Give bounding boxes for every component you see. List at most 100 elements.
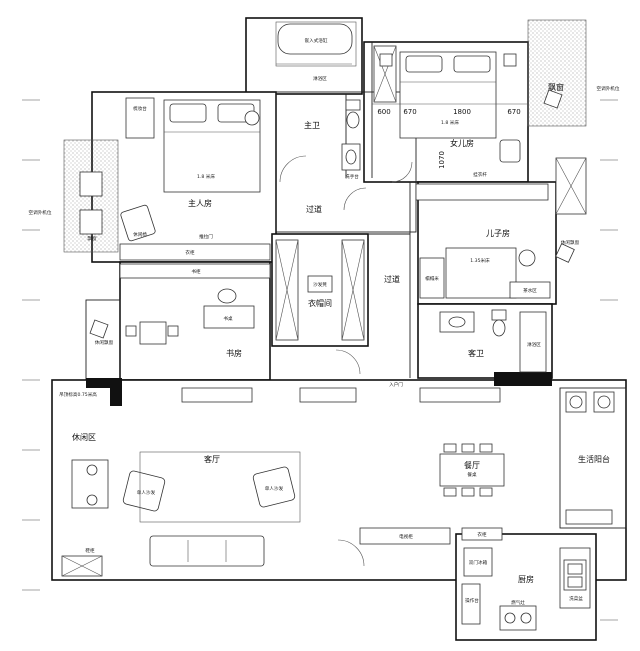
study-bay: 休闲飘窗 bbox=[89, 319, 114, 346]
study-bookshelf bbox=[119, 263, 271, 279]
stove-label: 燃气灶 bbox=[511, 599, 525, 606]
master-basin: 洗手台 bbox=[341, 143, 361, 180]
daughter-wardrobe bbox=[415, 183, 549, 201]
single-sofa-left-label: 单人沙发 bbox=[137, 489, 156, 496]
master-bay-label: 飘窗 bbox=[87, 235, 97, 242]
son-room-label: 儿子房 bbox=[486, 228, 510, 238]
single-sofa-right-label: 单人沙发 bbox=[265, 485, 284, 492]
dressing-label: 梳妆台 bbox=[133, 105, 147, 112]
bathtub-label: 嵌入式浴缸 bbox=[305, 37, 328, 44]
living-label: 客厅 bbox=[204, 454, 220, 464]
prep-counter-label: 操作台 bbox=[465, 597, 479, 604]
master-closet-label: 衣柜 bbox=[185, 249, 195, 256]
son-bay-cushion: 休闲飘窗 bbox=[555, 239, 580, 263]
shoe-cabinet-label: 鞋柜 bbox=[85, 547, 95, 554]
dim-1800: 1800 bbox=[453, 108, 471, 116]
rocking-chair-label: 休闲椅 bbox=[133, 231, 147, 238]
dim-670b: 670 bbox=[507, 108, 520, 116]
desk-label: 书桌 bbox=[223, 315, 233, 322]
entrance-label: 入户门 bbox=[389, 381, 403, 388]
bookshelf-label: 书柜 bbox=[191, 268, 201, 275]
fridge-label: 双门冰箱 bbox=[469, 559, 488, 566]
wardrobe-island-label: 沙发凳 bbox=[313, 281, 327, 288]
living-single-sofa-right: 单人沙发 bbox=[252, 466, 296, 508]
living-top-cabinet-2 bbox=[299, 387, 357, 403]
wardrobe-island bbox=[307, 275, 333, 293]
living-top-cabinet bbox=[181, 387, 253, 403]
son-desk-label: 茶水区 bbox=[523, 287, 537, 294]
study-tea-set bbox=[125, 321, 179, 345]
nightstand-left bbox=[379, 53, 393, 67]
daughter-bed: 1.8 米床 bbox=[399, 51, 497, 139]
guest-basin bbox=[439, 311, 475, 333]
utility-balcony-label: 生活阳台 bbox=[578, 454, 610, 464]
son-tatami bbox=[419, 257, 445, 299]
master-shower: 淋浴区 bbox=[276, 63, 352, 82]
ac-outlet-left: 空调外机位 bbox=[29, 209, 52, 216]
son-bed-label: 1.35米床 bbox=[470, 257, 490, 264]
sink-label: 洗菜盆 bbox=[569, 595, 583, 602]
nightstand-right bbox=[503, 53, 517, 67]
kitchen-wall-cabinet bbox=[461, 527, 503, 541]
daughter-bed-label: 1.8 米床 bbox=[441, 119, 459, 126]
guest-shower bbox=[519, 311, 547, 373]
study-desk: 书桌 bbox=[203, 288, 255, 329]
guest-shower-label: 淋浴区 bbox=[527, 341, 541, 348]
leisure-furniture bbox=[71, 459, 109, 509]
daughter-room-label: 女儿房 bbox=[450, 138, 474, 148]
son-bay-label: 休闲飘窗 bbox=[561, 239, 580, 246]
master-dressing bbox=[125, 97, 155, 139]
living-sofa bbox=[149, 535, 265, 567]
dim-600: 600 bbox=[377, 108, 390, 116]
dim-670a: 670 bbox=[403, 108, 416, 116]
partitions bbox=[279, 42, 441, 567]
kitchen-label: 厨房 bbox=[518, 574, 534, 584]
master-rocking-chair: 休闲椅 bbox=[120, 204, 156, 242]
study-bay-label: 休闲飘窗 bbox=[95, 339, 114, 346]
ac-outlet-right: 空调外机位 bbox=[597, 85, 620, 92]
utility-counter bbox=[565, 509, 613, 525]
master-bed-label: 1.8 米床 bbox=[197, 173, 215, 180]
kitchen-sink bbox=[563, 559, 587, 591]
kitchen-fridge bbox=[463, 547, 493, 577]
master-closet bbox=[119, 243, 271, 261]
dining-set: 餐桌 bbox=[439, 443, 505, 497]
son-bed: 1.35米床 bbox=[445, 247, 517, 299]
dining-top-cabinet bbox=[419, 387, 501, 403]
wardrobe-cabinets bbox=[275, 239, 365, 341]
tv-cabinet-label: 电视柜 bbox=[399, 533, 413, 540]
corridor-top-label: 过道 bbox=[306, 204, 322, 214]
living-rug bbox=[139, 451, 301, 523]
corridor-mid-label: 过道 bbox=[384, 274, 400, 284]
daughter-desk-chair bbox=[499, 139, 521, 163]
sliding-door-label: 推拉门 bbox=[199, 233, 213, 240]
master-bed: 1.8 米床 bbox=[163, 99, 261, 193]
master-bath-label: 主卫 bbox=[304, 120, 320, 130]
wall-cabinet-label: 衣柜 bbox=[477, 531, 487, 538]
bathtub: 嵌入式浴缸 bbox=[277, 23, 353, 55]
dining-table-label: 餐桌 bbox=[467, 471, 477, 478]
kitchen-stove bbox=[499, 605, 537, 631]
wardrobe-label: 衣帽间 bbox=[308, 298, 332, 308]
son-desk: 茶水区 bbox=[509, 249, 551, 299]
living-tv-cabinet: 电视柜 bbox=[359, 527, 451, 545]
daughter-bay-cushion bbox=[543, 89, 563, 109]
study-label: 书房 bbox=[226, 348, 242, 358]
kitchen-side-counter bbox=[461, 583, 481, 625]
basin-label: 洗手台 bbox=[345, 173, 359, 180]
guest-bath-label: 客卫 bbox=[468, 348, 484, 358]
tatami-label: 榻榻米 bbox=[425, 275, 439, 282]
shower-label: 淋浴区 bbox=[313, 75, 327, 82]
master-toilet bbox=[345, 99, 361, 129]
hanger-label: 挂衣杆 bbox=[473, 171, 487, 178]
master-bedroom-label: 主人房 bbox=[188, 198, 212, 208]
dining-label: 餐厅 bbox=[464, 461, 480, 470]
daughter-bay-label: 飘窗 bbox=[548, 82, 564, 92]
master-bay-furniture: 飘窗 bbox=[79, 171, 103, 242]
daughter-dimensions: 600 670 1800 670 1070 bbox=[372, 103, 528, 169]
leisure-label: 休闲区 bbox=[72, 432, 96, 442]
guest-toilet bbox=[491, 309, 507, 337]
master-nightstand bbox=[244, 110, 260, 126]
upper-floor-label: 吊顶标高0.75米高 bbox=[59, 391, 97, 398]
